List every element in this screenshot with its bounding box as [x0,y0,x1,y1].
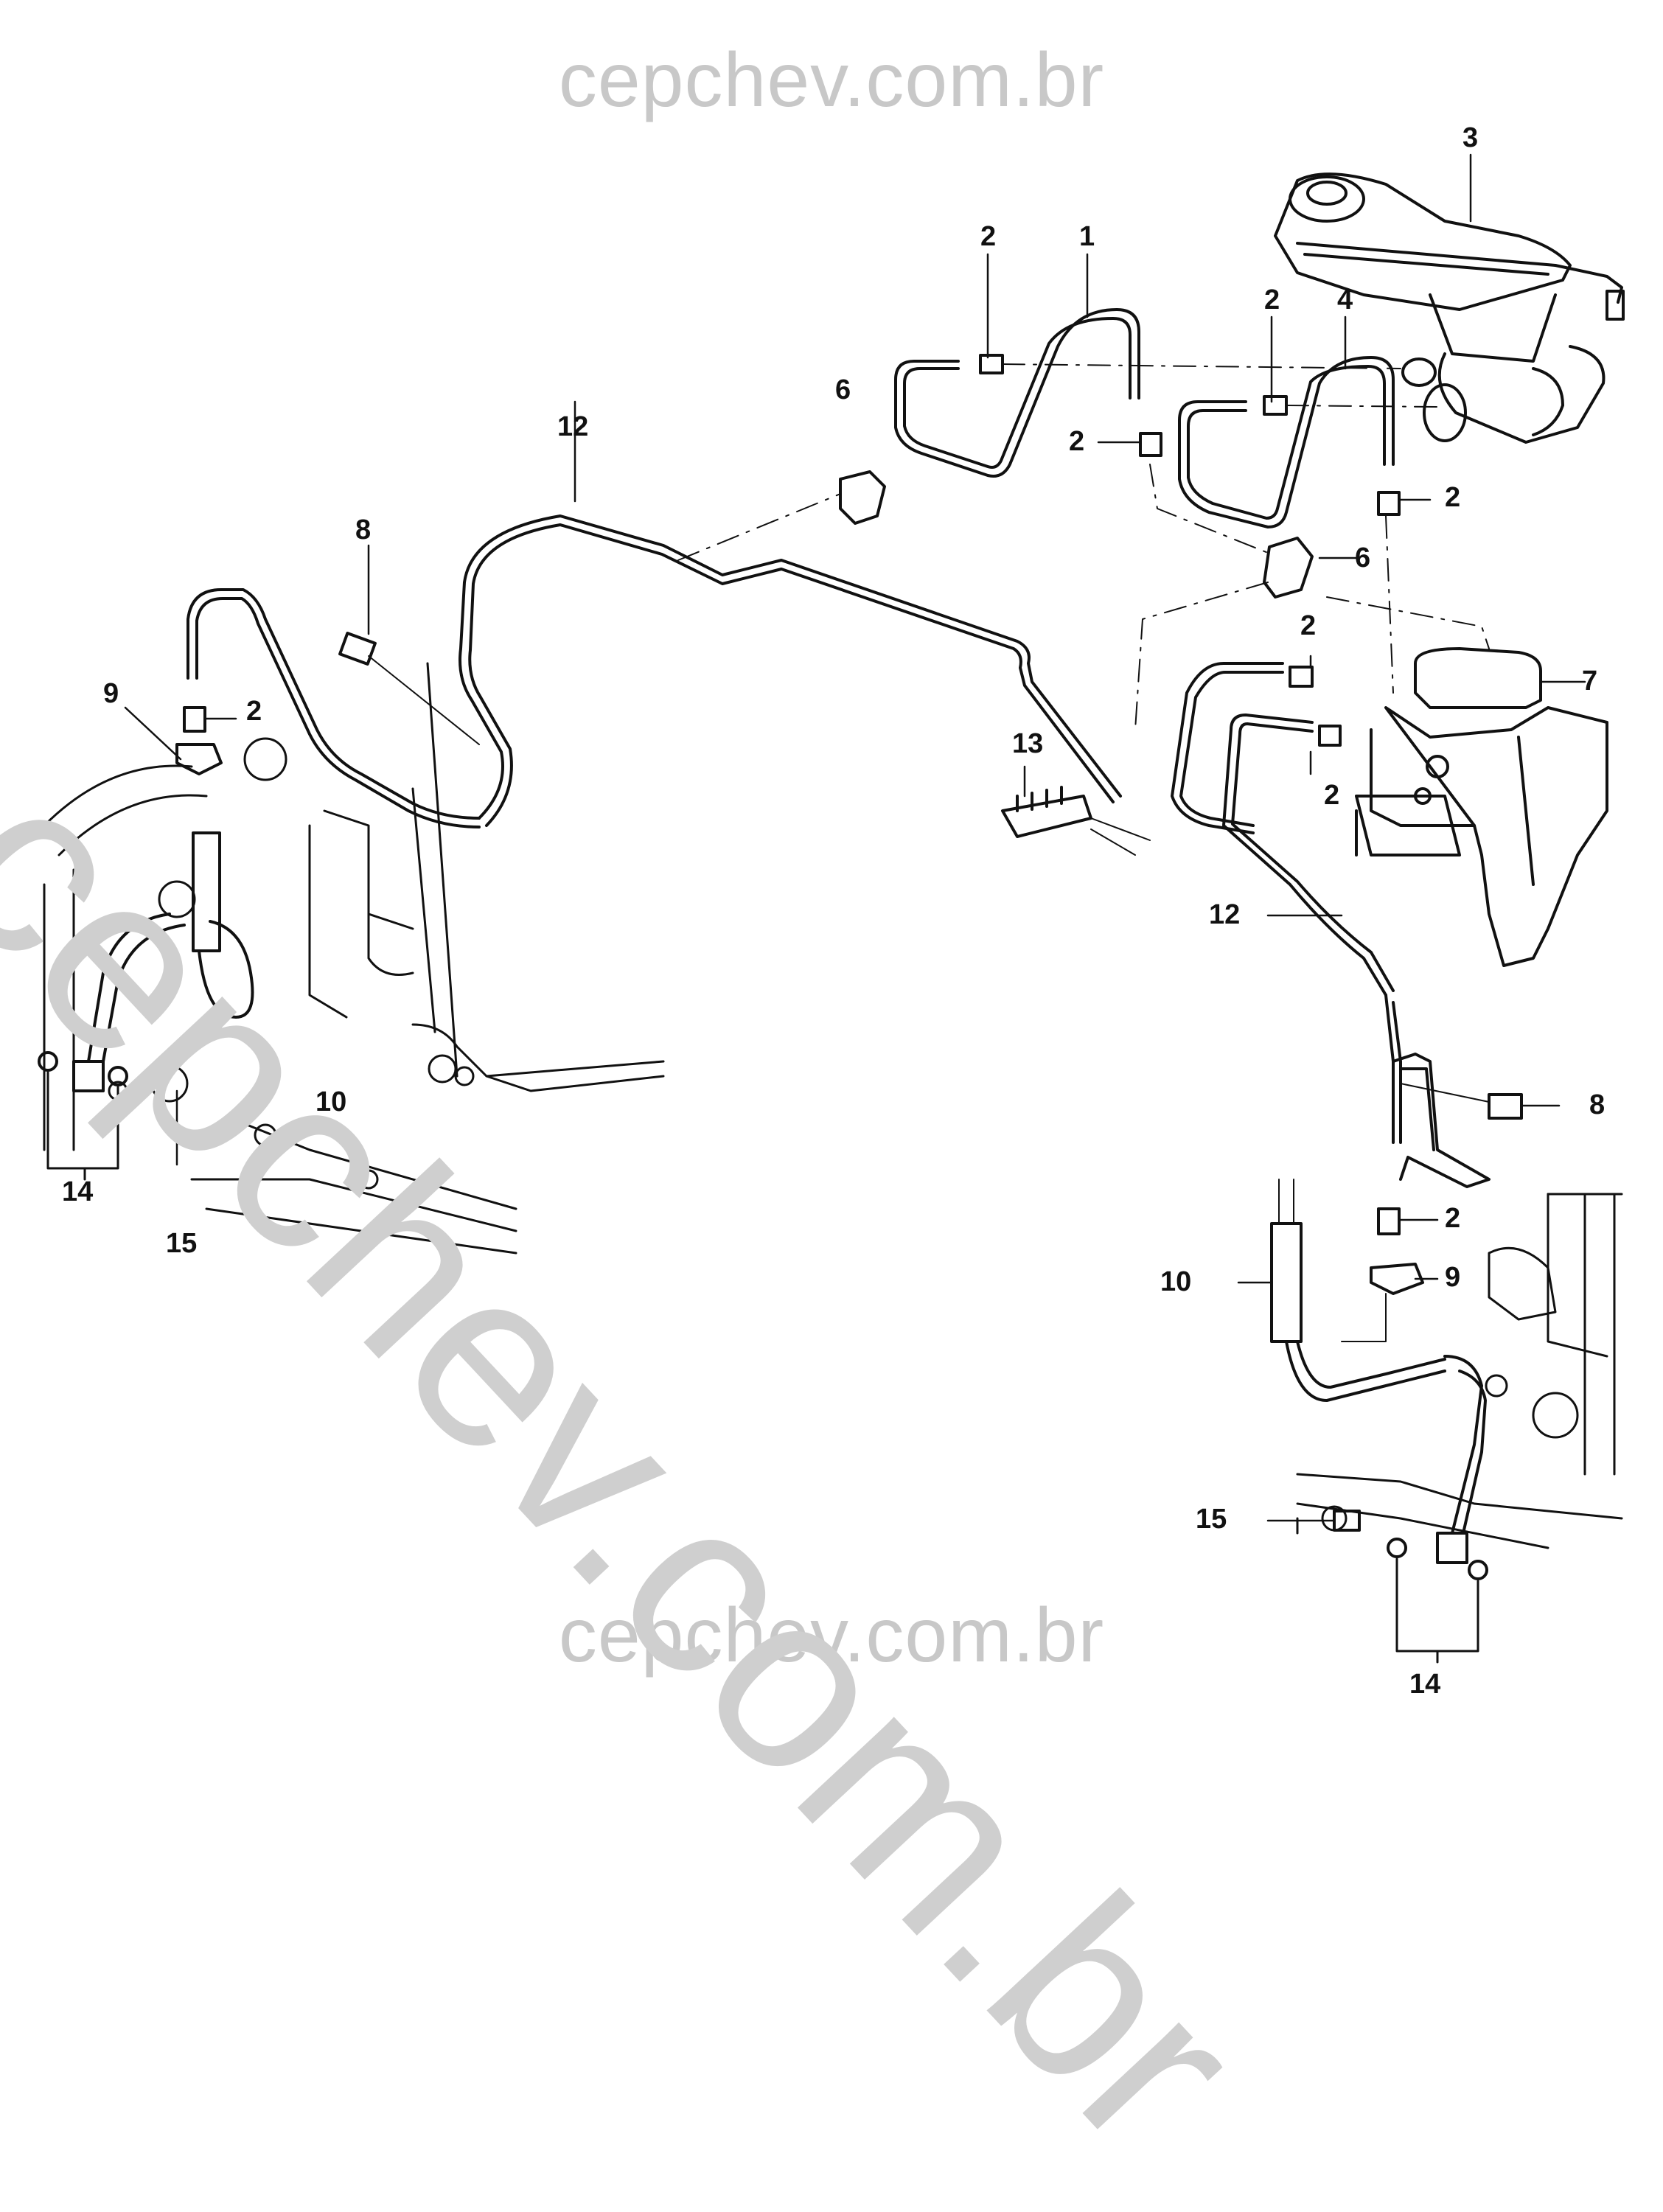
callout-6-b: 6 [1355,542,1371,573]
abs-modulator [1355,647,1608,967]
callout-9-b: 9 [1445,1262,1461,1293]
callout-13: 12 [557,411,589,442]
diagram-line-art [38,153,1625,1664]
callout-4: 4 [1337,285,1353,315]
callout-leaders [124,153,1586,1522]
callout-2-b: 2 [1264,285,1280,315]
callout-15-b: 15 [1196,1504,1227,1535]
callout-10-b: 10 [1160,1266,1192,1297]
clip-8-left [338,632,377,666]
washers-14-right [1333,1510,1488,1664]
washers-14-left [38,1051,128,1181]
hose-10-left [72,831,254,1092]
clip-12 [1001,786,1151,856]
callout-3: 3 [1462,122,1479,153]
watermark-bottom: cepchev.com.br [558,1593,1105,1678]
brake-lines-diagram: cepchev.com.br cepchev.com.br cepchev.co… [0,38,1625,2198]
master-cylinder-reservoir [1274,172,1625,444]
watermark-top: cepchev.com.br [558,38,1105,123]
callout-12: 13 [1012,728,1044,759]
clip-8-right [1488,1093,1523,1120]
brake-pipe-4 [1178,356,1438,528]
brake-pipe-11 [1384,994,1491,1188]
callout-2-h: 2 [1445,1203,1461,1234]
callout-9-a: 9 [103,678,119,709]
callout-2-c: 2 [1069,426,1085,457]
callout-2-d: 2 [1445,482,1461,513]
callout-15-a: 15 [166,1228,198,1259]
callout-6-a: 6 [835,374,851,405]
callout-2-e: 2 [1300,610,1317,641]
callout-2-a: 2 [980,221,997,252]
callout-11: 12 [1209,899,1241,930]
brake-pipe-left-front [186,588,481,828]
leader-lines [677,464,1490,730]
callout-1: 1 [1079,221,1095,252]
abs-connection-pipes [1171,662,1395,997]
fitting-clip-right [1341,1207,1424,1342]
callout-8-a: 8 [355,514,372,545]
callout-8-b: 8 [1589,1089,1606,1120]
brake-pipe-13 [459,514,1122,827]
callout-14-a: 14 [62,1176,94,1207]
brake-pipe-1 [894,308,1401,478]
callout-10-a: 10 [315,1086,347,1117]
callout-2-f: 2 [246,696,262,727]
fitting-2-top [1139,432,1401,516]
callout-7: 7 [1582,666,1598,697]
clip-6 [839,470,1314,599]
fitting-clip-left [175,706,223,775]
right-suspension [1296,1193,1623,1549]
callout-2-g: 2 [1324,780,1340,811]
callout-14-b: 14 [1409,1669,1441,1700]
